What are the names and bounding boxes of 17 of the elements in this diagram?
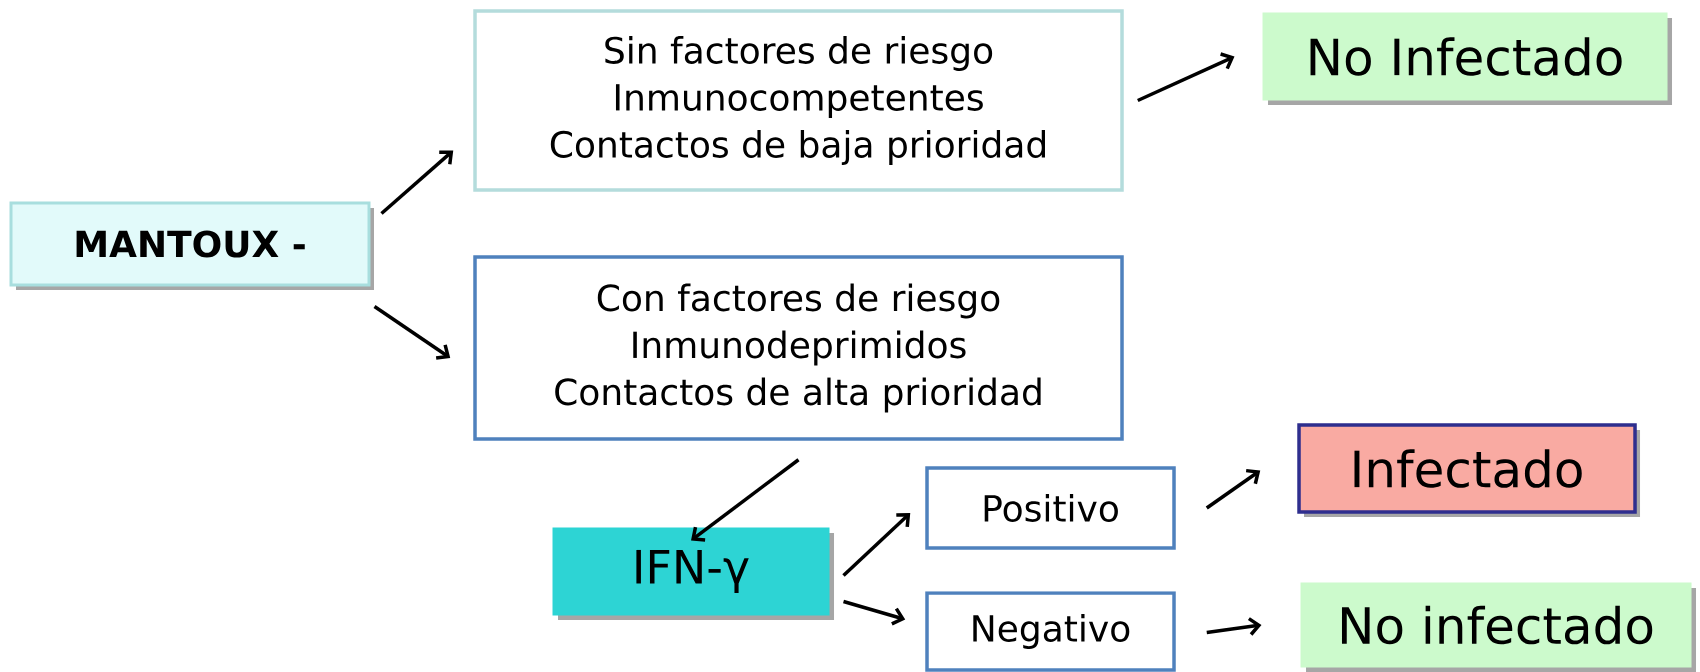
result-box: MANTOUX - [9,201,374,290]
result-box: Negativo [925,591,1176,672]
test-box: IFN-γ [552,527,834,620]
arrow [842,513,911,577]
arrow [373,305,451,360]
criteria-box: Con factores de riesgo Inmunodeprimidos Contactos de alta prioridad [473,255,1124,441]
result-box: Positivo [925,466,1176,550]
arrow [843,599,906,626]
arrow [1206,617,1262,636]
outcome-box: No infectado [1300,582,1696,672]
criteria-box: Sin factores de riesgo Inmunocompetentes Contactos de baja prioridad [473,9,1124,192]
arrow [691,458,800,542]
arrow [1205,468,1261,510]
arrow [380,150,454,215]
arrow [1137,52,1235,103]
outcome-box: No Infectado [1262,12,1672,105]
outcome-box: Infectado [1297,423,1640,517]
